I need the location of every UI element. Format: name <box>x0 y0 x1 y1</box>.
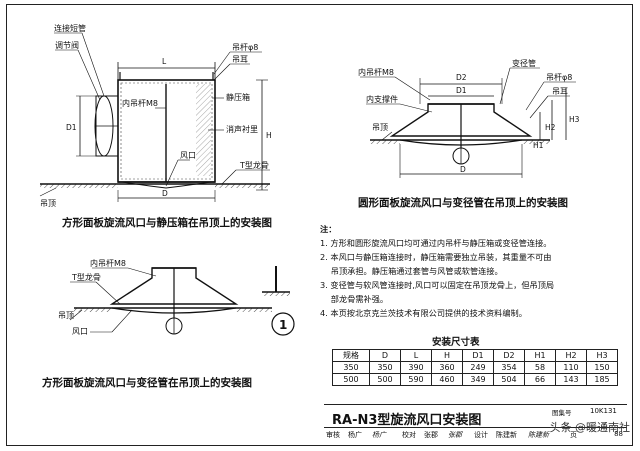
label-ceiling: 吊顶 <box>40 199 56 208</box>
table-cell: 58 <box>524 361 556 374</box>
table-header: H2 <box>555 349 587 362</box>
label-tbar-sq: T型龙骨 <box>71 272 101 282</box>
meta-cell: 杨广 <box>348 431 362 439</box>
table-header-row: 规格 D L H D1 D2 H1 H2 H3 <box>332 349 618 362</box>
fig1-caption: 方形面板旋流风口与静压箱在吊顶上的安装图 <box>62 216 272 229</box>
label-inner-rod-sq: 内吊杆M8 <box>90 258 126 268</box>
table-cell: 504 <box>493 373 525 386</box>
table-cell: 66 <box>524 373 556 386</box>
table-header: H1 <box>524 349 556 362</box>
table-row: 350 350 390 360 249 354 58 110 150 <box>332 361 618 374</box>
notes-title: 注： <box>320 224 337 234</box>
label-plenum: 静压箱 <box>226 92 250 102</box>
title-block: RA-N3型旋流风口安装图 图集号 10K131 审核 杨广 杨广 校对 张郡 … <box>324 404 627 441</box>
meta-cell: 页 <box>570 431 577 439</box>
label-reducer: 变径管 <box>512 58 536 68</box>
table-header: H <box>431 349 463 362</box>
fig3-square-reducer: 内吊杆M8 T型龙骨 吊顶 风口 1 方形面板旋流风口与变径管在吊顶上的安装图 <box>42 258 295 389</box>
label-inner-rod-round: 内吊杆M8 <box>358 67 394 77</box>
table-cell: 354 <box>493 361 525 374</box>
label-ceiling-round: 吊顶 <box>372 123 388 132</box>
dim-H2: H2 <box>545 123 556 132</box>
meta-cell: 陈建新 <box>496 431 517 439</box>
label-ceiling-sq: 吊顶 <box>58 311 74 320</box>
table-row: 500 500 590 460 349 504 66 143 185 <box>332 373 618 386</box>
meta-cell: 设计 <box>474 431 488 439</box>
table-cell: 460 <box>431 373 463 386</box>
table-cell: 350 <box>332 361 370 374</box>
label-inner-brace: 内支撑件 <box>366 94 398 104</box>
table-cell: 350 <box>369 361 401 374</box>
meta-cell: 杨广 <box>372 431 386 439</box>
table-cell: 150 <box>586 361 618 374</box>
table-cell: 110 <box>555 361 587 374</box>
dim-D2: D2 <box>456 73 467 82</box>
drawing-sheet <box>6 4 633 446</box>
meta-cell: 校对 <box>402 431 416 439</box>
meta-cell: 陈建新 <box>528 431 549 439</box>
dim-D: D <box>162 189 168 198</box>
note-item: 3. 变径管与软风管连接时,风口可以固定在吊顶龙骨上，但吊顶局 <box>320 280 555 290</box>
label-tbar: T型龙骨 <box>239 160 269 170</box>
dim-H3: H3 <box>569 115 580 124</box>
size-table: 规格 D L H D1 D2 H1 H2 H3 350 350 390 360 … <box>332 349 618 386</box>
drawing-title: RA-N3型旋流风口安装图 <box>332 413 482 428</box>
note-item: 1. 方形和圆形旋流风口均可通过内吊杆与静压箱或变径管连接。 <box>320 238 552 248</box>
label-connector: 连接短管 <box>54 23 86 33</box>
watermark: 头条 @暖通南社 <box>549 421 631 434</box>
dim-D1-round: D1 <box>456 86 467 95</box>
label-outlet: 风口 <box>180 151 196 160</box>
size-table-title: 安装尺寸表 <box>432 337 480 348</box>
note-item: 4. 本页按北京克兰茨技术有限公司提供的技术资料编制。 <box>320 308 527 318</box>
fig2-round-reducer: D2 D1 D H1 H2 H3 内吊杆M8 内支撑件 吊顶 <box>358 58 580 209</box>
label-hanger: 吊耳 <box>232 55 248 64</box>
page-number: 88 <box>614 430 623 438</box>
meta-cell: 审核 <box>326 431 340 439</box>
meta-cell: 张郡 <box>424 431 438 439</box>
table-header: L <box>400 349 432 362</box>
fig1-square-plenum: L D1 H D <box>39 23 272 229</box>
fig2-caption: 圆形面板旋流风口与变径管在吊顶上的安装图 <box>358 196 568 209</box>
meta-cell: 张郡 <box>448 431 462 439</box>
table-cell: 349 <box>462 373 494 386</box>
table-cell: 185 <box>586 373 618 386</box>
table-header: 规格 <box>332 349 370 362</box>
table-cell: 249 <box>462 361 494 374</box>
label-damper: 调节阀 <box>55 41 79 50</box>
detail-mark: 1 <box>279 318 287 332</box>
note-item: 吊顶承担。静压箱通过套管与风管或软管连接。 <box>320 266 503 276</box>
note-item: 部龙骨需补强。 <box>320 294 389 304</box>
table-header: H3 <box>586 349 618 362</box>
label-rod-phi8: 吊杆φ8 <box>232 42 258 52</box>
notes-block: 注： 1. 方形和圆形旋流风口均可通过内吊杆与静压箱或变径管连接。 2. 本风口… <box>320 222 620 320</box>
fig3-caption: 方形面板旋流风口与变径管在吊顶上的安装图 <box>42 376 252 389</box>
note-item: 2. 本风口与静压箱连接时，静压箱需要独立吊装，其重量不可由 <box>320 252 552 262</box>
table-header: D1 <box>462 349 494 362</box>
label-liner: 消声衬里 <box>226 124 258 134</box>
title-meta-row: 审核 杨广 杨广 校对 张郡 张郡 设计 陈建新 陈建新 页 88 <box>324 427 627 442</box>
label-hanger-round: 吊耳 <box>552 87 568 96</box>
table-cell: 360 <box>431 361 463 374</box>
dim-L: L <box>162 57 167 66</box>
label-rod-phi8-round: 吊杆φ8 <box>546 72 572 82</box>
label-inner-rod: 内吊杆M8 <box>122 98 158 108</box>
dim-D-round: D <box>460 165 466 174</box>
table-cell: 390 <box>400 361 432 374</box>
atlas-code: 10K131 <box>590 407 617 415</box>
dim-H: H <box>266 131 272 140</box>
dim-D1: D1 <box>66 123 77 132</box>
table-header: D <box>369 349 401 362</box>
table-cell: 143 <box>555 373 587 386</box>
code-label: 图集号 <box>552 409 572 417</box>
table-cell: 500 <box>332 373 370 386</box>
label-outlet-sq: 风口 <box>72 327 88 336</box>
table-header: D2 <box>493 349 525 362</box>
table-cell: 500 <box>369 373 401 386</box>
dim-H1: H1 <box>533 141 544 150</box>
table-cell: 590 <box>400 373 432 386</box>
